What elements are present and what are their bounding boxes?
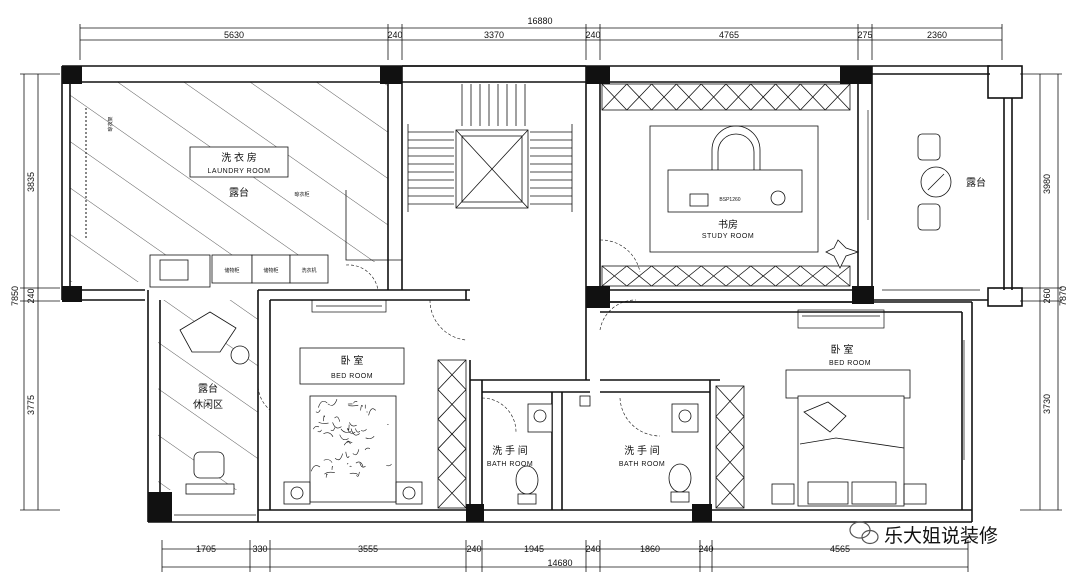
- cabinet-label-2: 储物柜: [263, 267, 278, 274]
- bath-left-zh: 洗 手 间: [492, 444, 528, 457]
- laundry-terrace-label: 露台: [229, 186, 249, 199]
- bottom-dim-6: 240: [585, 544, 600, 554]
- bottom-dim-7: 1860: [640, 544, 660, 554]
- bathroom-fixtures: [515, 395, 699, 505]
- top-dim-1: 5630: [224, 30, 244, 40]
- study-desk: [649, 125, 860, 269]
- bottom-dim-9: 4565: [830, 544, 850, 554]
- walls: [61, 65, 1023, 523]
- top-dim-5: 4765: [719, 30, 739, 40]
- bedroom-right-zh: 卧 室: [831, 343, 854, 356]
- windows: [80, 110, 980, 516]
- top-dim-6: 275: [857, 30, 872, 40]
- right-dimensions: [1020, 73, 1062, 511]
- left-dim-1: 3835: [26, 172, 36, 192]
- wechat-icon: [849, 521, 879, 545]
- terrace-furniture: [917, 133, 952, 231]
- cabinet-label-1: 储物柜: [224, 267, 239, 274]
- laundry-note: 晾衣架: [107, 116, 114, 131]
- top-dimensions: [79, 24, 1003, 60]
- right-total-dimension: 7870: [1058, 286, 1068, 306]
- bath-right-en: BATH ROOM: [619, 461, 665, 468]
- cabinet-label-3: 洗衣机: [301, 267, 316, 274]
- staircase: [345, 84, 573, 261]
- bottom-dim-4: 240: [466, 544, 481, 554]
- laundry-hatch: [70, 82, 388, 282]
- watermark-text: 乐大姐说装修: [884, 525, 998, 547]
- study-room-en: STUDY ROOM: [702, 233, 754, 240]
- terrace-right-label: 露台: [966, 176, 986, 189]
- leisure-furniture: [179, 311, 250, 495]
- right-dim-2: 260: [1042, 288, 1052, 303]
- bedroom-wardrobes: [437, 359, 745, 509]
- bottom-dim-8: 240: [698, 544, 713, 554]
- bottom-dim-1: 1705: [196, 544, 216, 554]
- bottom-dimensions: [161, 540, 969, 572]
- study-wardrobe: [601, 83, 851, 287]
- top-dim-4: 240: [585, 30, 600, 40]
- top-dim-7: 2360: [927, 30, 947, 40]
- structural-columns: [62, 66, 874, 522]
- leisure-area-label: 休闲区: [193, 398, 223, 411]
- laundry-label-box: [189, 146, 289, 178]
- leisure-terrace-label: 露台: [198, 382, 218, 395]
- bottom-total-dimension: 14680: [547, 558, 572, 568]
- bottom-dim-2: 330: [252, 544, 267, 554]
- bedroom-left-en: BED ROOM: [331, 373, 373, 380]
- bottom-dim-5: 1945: [524, 544, 544, 554]
- desk-tag: BSP1260: [719, 197, 740, 203]
- bath-left-en: BATH ROOM: [487, 461, 533, 468]
- top-dim-3: 3370: [484, 30, 504, 40]
- top-total-dimension: 16880: [527, 16, 552, 26]
- right-bed: [771, 369, 927, 507]
- left-dimensions: [20, 73, 60, 511]
- left-dim-2: 240: [26, 288, 36, 303]
- top-dim-2: 240: [387, 30, 402, 40]
- laundry-counter: [149, 254, 329, 288]
- left-total-dimension: 7850: [10, 286, 20, 306]
- study-room-zh: 书房: [718, 218, 738, 231]
- bedroom-right-en: BED ROOM: [829, 360, 871, 367]
- bedroom-left-zh: 卧 室: [341, 354, 364, 367]
- laundry-side-label: 晾衣柜: [294, 191, 309, 198]
- door-swings: [257, 239, 661, 437]
- laundry-room-en: LAUNDRY ROOM: [208, 168, 271, 175]
- laundry-room-zh: 洗 衣 房: [221, 151, 257, 164]
- left-bed: [283, 347, 423, 505]
- right-dim-1: 3980: [1042, 174, 1052, 194]
- left-dim-3: 3775: [26, 395, 36, 415]
- bottom-dim-3: 3555: [358, 544, 378, 554]
- bath-right-zh: 洗 手 间: [624, 444, 660, 457]
- right-dim-3: 3730: [1042, 394, 1052, 414]
